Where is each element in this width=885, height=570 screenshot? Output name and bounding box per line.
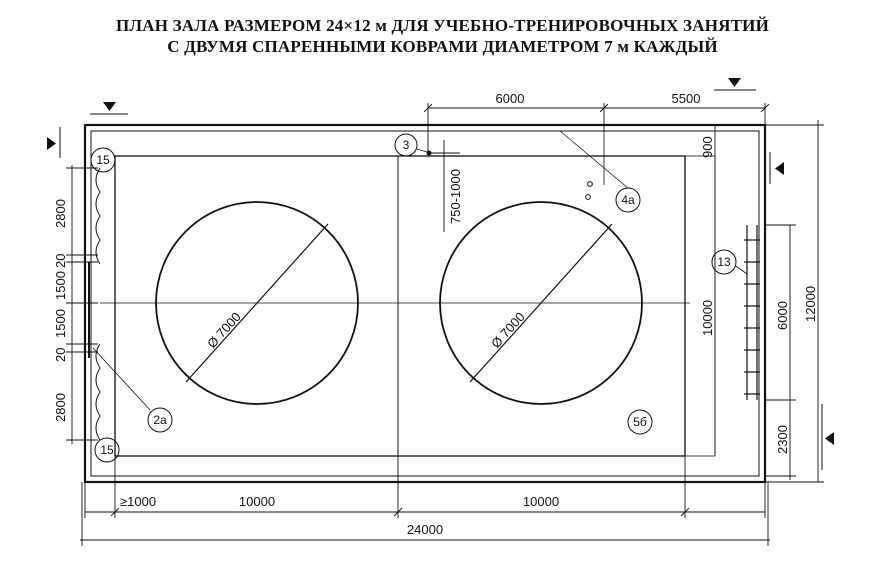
dim-bottom-left-10000: 10000	[239, 494, 275, 509]
dim-top-5500: 5500	[672, 91, 701, 106]
left-dimension-chain	[66, 165, 98, 444]
top-dimension-chain	[423, 103, 770, 155]
bottom-dimension-chain	[80, 456, 770, 546]
dim-left-1500-bottom: 1500	[53, 309, 68, 338]
dim-right-10000: 10000	[700, 300, 715, 336]
plan-title-line-1: ПЛАН ЗАЛА РАЗМЕРОМ 24×12 м ДЛЯ УЧЕБНО-ТР…	[115, 16, 769, 35]
callout-15-top-circle	[90, 147, 116, 173]
callout-4a-circle	[615, 187, 641, 213]
callout-2a-circle	[147, 407, 173, 433]
hall-outer-wall	[83, 123, 767, 484]
callout-15-top-label: 15	[96, 153, 110, 167]
dim-bottom-right-10000: 10000	[523, 494, 559, 509]
dim-left-2800-top: 2800	[53, 199, 68, 228]
callout-13-circle	[711, 249, 737, 275]
callout-15-bottom-circle	[94, 437, 120, 463]
dim-right-2300: 2300	[775, 425, 790, 454]
callout-15-bottom-label: 15	[100, 443, 114, 457]
section-marker-right-bottom	[825, 432, 834, 445]
left-wall-padding-bottom	[95, 343, 101, 441]
dim-left-2800-bottom: 2800	[53, 393, 68, 422]
callout-13-label: 13	[717, 255, 731, 269]
left-mat-diameter-label: Ø 7000	[204, 309, 244, 351]
callout-2a-label: 2а	[153, 413, 167, 427]
right-mat-diameter-label: Ø 7000	[488, 309, 528, 351]
dim-right-6000: 6000	[775, 301, 790, 330]
left-mat-diameter-line	[185, 223, 329, 383]
callout-3-leader	[416, 148, 428, 153]
dim-left-1500-top: 1500	[53, 271, 68, 300]
section-marker-left	[47, 137, 56, 150]
wall-ladder-rungs	[744, 239, 760, 395]
dim-left-20-top: 20	[53, 254, 68, 268]
right-dimension-chain	[714, 120, 824, 483]
left-wall-padding-top	[95, 167, 101, 265]
mats-outline	[114, 155, 686, 457]
callout-5b-label: 5б	[633, 415, 647, 429]
callout-5b-circle	[627, 409, 653, 435]
callout-4a-label: 4а	[621, 193, 635, 207]
right-mat-diameter-line	[469, 223, 613, 383]
left-mat-circle	[155, 201, 359, 405]
callout-3-circle	[394, 133, 418, 157]
hall-inner-wall	[90, 130, 760, 477]
dim-right-12000: 12000	[803, 286, 818, 322]
plan-title-line-2: С ДВУМЯ СПАРЕННЫМИ КОВРАМИ ДИАМЕТРОМ 7 м…	[167, 37, 718, 56]
right-mat-circle	[439, 201, 643, 405]
dim-total-24000: 24000	[407, 522, 443, 537]
dim-top-6000: 6000	[496, 91, 525, 106]
callout-2a-leader	[92, 347, 151, 411]
section-marker-right-top	[775, 162, 784, 175]
callout-13-leader	[735, 265, 748, 275]
item-4a-ring-2	[585, 194, 591, 200]
section-marker-top-right	[728, 78, 741, 87]
item-4a-line-a	[559, 130, 629, 189]
callout-3-label: 3	[403, 138, 410, 152]
dim-750-1000: 750-1000	[448, 169, 463, 224]
dim-left-20-bottom: 20	[53, 348, 68, 362]
section-marker-top-left	[103, 102, 116, 111]
dim-900: 900	[700, 136, 715, 158]
item-4a-ring-1	[587, 181, 593, 187]
dim-bottom-min-1000: ≥1000	[120, 494, 156, 509]
